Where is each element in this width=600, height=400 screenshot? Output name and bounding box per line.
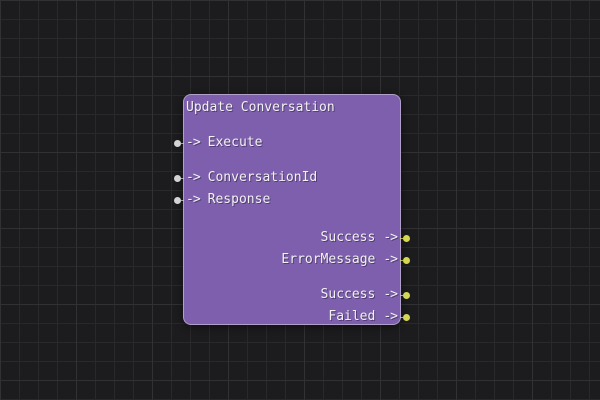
pin-label: Success [320,287,376,302]
input-pin-execute[interactable]: -> Execute [174,132,400,154]
input-pin-dot[interactable] [174,139,184,147]
node-pins: -> Execute -> ConversationId -> Response Succ… [174,132,410,328]
output-pin-dot[interactable] [400,234,410,242]
input-pin-conversationid[interactable]: -> ConversationId [174,167,400,189]
input-pins: -> Execute -> ConversationId -> Response [174,132,400,211]
pin-label: Success [320,230,376,245]
pin-arrow-icon: -> [186,192,201,207]
pin-label: Failed [328,309,376,324]
pin-arrow-icon: -> [383,287,398,302]
pin-arrow-icon: -> [383,309,398,324]
pin-label: ConversationId [207,170,318,185]
pin-group: Success -> Failed -> [184,284,410,328]
pin-group: -> ConversationId -> Response [174,167,400,211]
pin-label: ErrorMessage [281,252,376,267]
pin-group: -> Execute [174,132,400,154]
output-pins: Success -> ErrorMessage -> Success -> Failed -> [184,227,410,328]
pin-arrow-icon: -> [186,135,201,150]
input-pin-dot[interactable] [174,174,184,182]
pin-arrow-icon: -> [186,170,201,185]
output-pin-dot[interactable] [400,313,410,321]
pin-label: Response [207,192,271,207]
output-pin-dot[interactable] [400,291,410,299]
input-pin-dot[interactable] [174,196,184,204]
update-conversation-node[interactable]: Update Conversation -> Execute -> Conversat… [174,94,410,328]
output-pin-dot[interactable] [400,256,410,264]
output-pin-success[interactable]: Success -> [184,227,410,249]
pin-group: Success -> ErrorMessage -> [184,227,410,271]
output-pin-success[interactable]: Success -> [184,284,410,306]
pin-label: Execute [207,135,263,150]
pin-arrow-icon: -> [383,230,398,245]
output-pin-errormessage[interactable]: ErrorMessage -> [184,249,410,271]
node-title: Update Conversation [186,100,335,115]
pin-arrow-icon: -> [383,252,398,267]
input-pin-response[interactable]: -> Response [174,189,400,211]
output-pin-failed[interactable]: Failed -> [184,306,410,328]
